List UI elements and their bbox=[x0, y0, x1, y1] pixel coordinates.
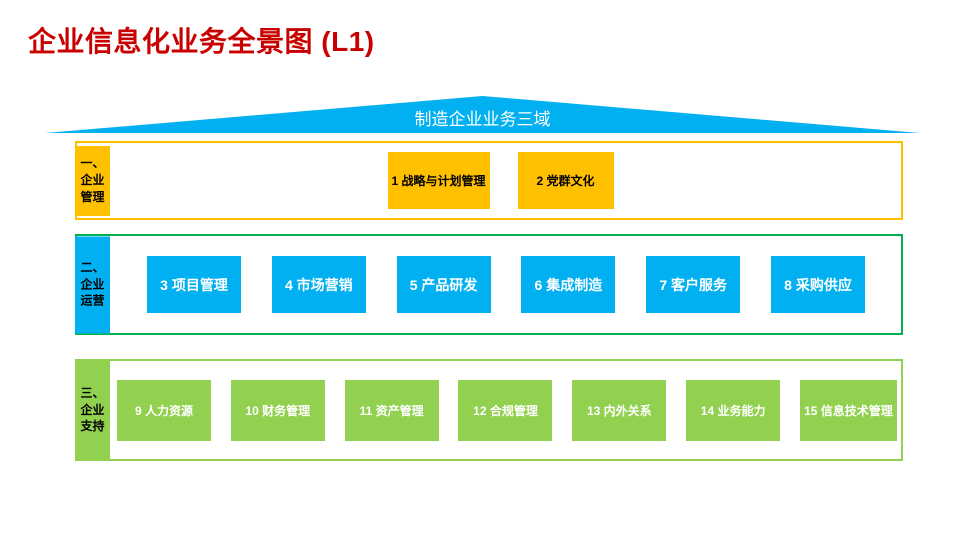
band-tab-enterprise-operations: 二、 企业 运营 bbox=[75, 236, 110, 333]
band-tab-enterprise-support: 三、 企业 支持 bbox=[75, 361, 110, 459]
domain-box-14-business-capability: 14 业务能力 bbox=[686, 379, 781, 441]
roof-banner-label: 制造企业业务三域 bbox=[414, 110, 551, 129]
domain-box-15-it-management: 15 信息技术管理 bbox=[799, 379, 897, 441]
domain-box-6-integrated-manufacturing: 6 集成制造 bbox=[521, 256, 616, 313]
band-enterprise-operations: 二、 企业 运营 3 项目管理 4 市场营销 5 产品研发 6 集成制造 7 客… bbox=[75, 234, 903, 335]
domain-box-12-compliance: 12 合规管理 bbox=[458, 379, 553, 441]
domain-box-3-project-management: 3 项目管理 bbox=[147, 256, 241, 313]
band-tab-enterprise-management: 一、 企业 管理 bbox=[75, 145, 110, 216]
domain-box-9-human-resources: 9 人力资源 bbox=[117, 379, 211, 441]
domain-box-1-strategy-planning: 1 战略与计划管理 bbox=[387, 152, 490, 209]
band-enterprise-management: 一、 企业 管理 1 战略与计划管理 2 党群文化 bbox=[75, 141, 903, 220]
domain-box-8-procurement-supply: 8 采购供应 bbox=[770, 256, 865, 313]
domain-box-4-marketing: 4 市场营销 bbox=[271, 256, 366, 313]
domain-box-10-finance: 10 财务管理 bbox=[230, 379, 325, 441]
domain-box-7-customer-service: 7 客户服务 bbox=[646, 256, 741, 313]
roof-banner: 制造企业业务三域 bbox=[45, 96, 920, 133]
page-title: 企业信息化业务全景图 (L1) bbox=[28, 26, 375, 57]
domain-box-11-assets: 11 资产管理 bbox=[344, 379, 439, 441]
band-boxes-row: 3 项目管理 4 市场营销 5 产品研发 6 集成制造 7 客户服务 8 采购供… bbox=[77, 236, 901, 333]
domain-box-13-internal-external-relations: 13 内外关系 bbox=[572, 379, 667, 441]
domain-box-2-party-culture: 2 党群文化 bbox=[517, 152, 614, 209]
domain-box-5-product-rd: 5 产品研发 bbox=[396, 256, 491, 313]
band-boxes-row: 9 人力资源 10 财务管理 11 资产管理 12 合规管理 13 内外关系 1… bbox=[77, 361, 901, 459]
band-enterprise-support: 三、 企业 支持 9 人力资源 10 财务管理 11 资产管理 12 合规管理 … bbox=[75, 359, 903, 461]
band-boxes-row: 1 战略与计划管理 2 党群文化 bbox=[77, 143, 901, 218]
